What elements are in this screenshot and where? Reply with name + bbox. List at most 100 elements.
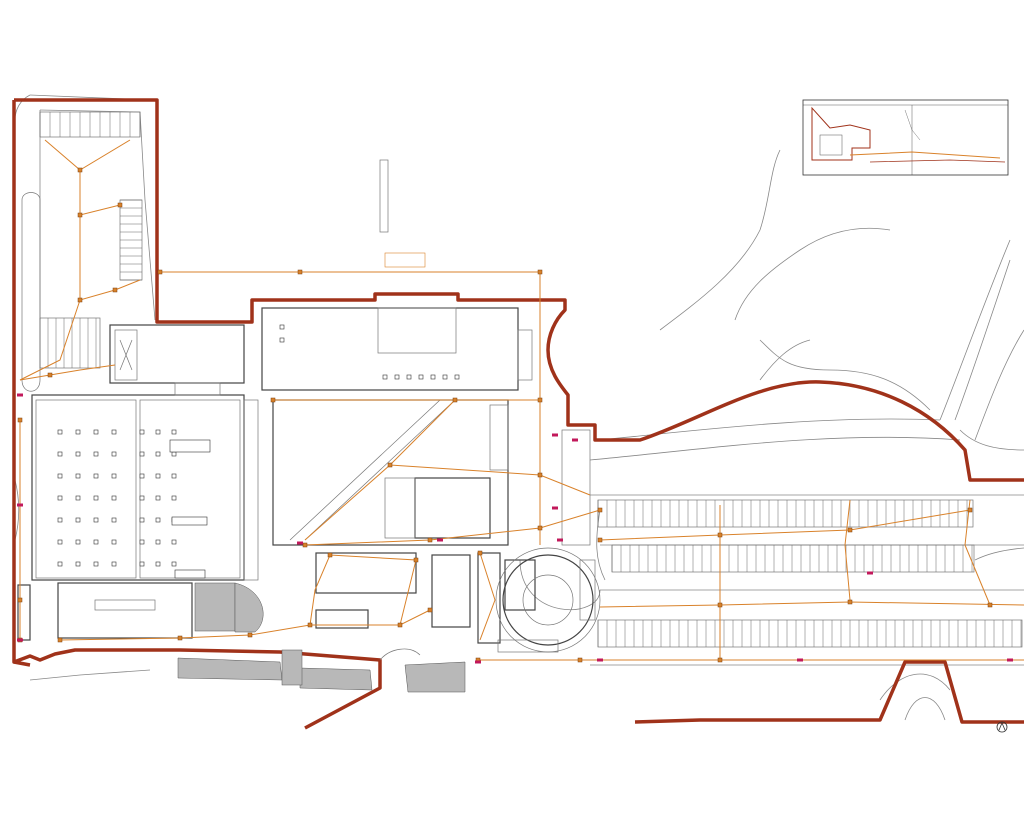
route-node [537, 269, 543, 275]
structural-column [111, 561, 117, 567]
road-linework [14, 94, 1024, 721]
north-structure [379, 159, 389, 233]
structural-column [139, 561, 145, 567]
route-node [717, 657, 723, 663]
structural-column [418, 374, 424, 380]
markers [17, 393, 1013, 664]
route-node [597, 507, 603, 513]
structural-column [111, 473, 117, 479]
structural-column [57, 561, 63, 567]
route-node [177, 635, 183, 641]
parking-lot-north [21, 111, 143, 392]
building-central [272, 399, 591, 546]
route-node [112, 287, 118, 293]
route-node [577, 657, 583, 663]
route-node [847, 599, 853, 605]
route-node [537, 472, 543, 478]
route-node [77, 167, 83, 173]
structural-column [171, 495, 177, 501]
route-node [157, 269, 163, 275]
stairs-hatched [177, 582, 466, 693]
structural-column [394, 374, 400, 380]
structural-column [93, 495, 99, 501]
structural-column [111, 539, 117, 545]
structural-column [75, 495, 81, 501]
sign-marker [437, 538, 443, 542]
route-node [987, 602, 993, 608]
structural-column [93, 473, 99, 479]
structural-column [155, 539, 161, 545]
sign-marker [557, 538, 563, 542]
route-nodes [17, 167, 993, 663]
structural-column [139, 451, 145, 457]
route-node [427, 607, 433, 613]
structural-column [139, 495, 145, 501]
structural-column [139, 429, 145, 435]
north-arrow-icon [996, 721, 1008, 733]
route-node [717, 532, 723, 538]
structural-column [57, 429, 63, 435]
structural-column [171, 473, 177, 479]
structural-column [171, 539, 177, 545]
structural-column [93, 429, 99, 435]
route-node [247, 632, 253, 638]
route-node [427, 537, 433, 543]
key-plan-inset [802, 99, 1009, 176]
structural-column [139, 517, 145, 523]
sign-marker [867, 571, 873, 575]
structural-column [155, 451, 161, 457]
structural-column [155, 429, 161, 435]
sign-marker [17, 503, 23, 507]
route-node [307, 622, 313, 628]
route-node [57, 637, 63, 643]
structural-column [75, 517, 81, 523]
route-node [537, 525, 543, 531]
route-node [477, 550, 483, 556]
sign-marker [1007, 658, 1013, 662]
structural-column [75, 539, 81, 545]
structural-column [171, 561, 177, 567]
sign-marker [552, 506, 558, 510]
route-node [77, 297, 83, 303]
site-boundary [12, 98, 1024, 730]
drawing-note [384, 252, 426, 268]
route-node [17, 597, 23, 603]
structural-column [111, 429, 117, 435]
structural-column [442, 374, 448, 380]
structural-column [93, 451, 99, 457]
structural-column [406, 374, 412, 380]
structural-column [93, 517, 99, 523]
structural-column [155, 517, 161, 523]
structural-column [75, 429, 81, 435]
route-node [17, 417, 23, 423]
structural-column [93, 539, 99, 545]
structural-column [57, 495, 63, 501]
parking-lot-east [597, 499, 1023, 648]
structural-column [111, 451, 117, 457]
sign-marker [797, 658, 803, 662]
structural-column [454, 374, 460, 380]
building-south-blocks [315, 547, 601, 653]
route-node [597, 537, 603, 543]
structural-column [279, 337, 285, 343]
sign-marker [475, 660, 481, 664]
route-node [302, 542, 308, 548]
structural-column [111, 517, 117, 523]
sign-marker [297, 541, 303, 545]
structural-column [93, 561, 99, 567]
route-node [397, 622, 403, 628]
structural-column [75, 473, 81, 479]
structural-column [382, 374, 388, 380]
building-west [17, 324, 259, 641]
structural-column [57, 473, 63, 479]
sign-marker [597, 658, 603, 662]
route-node [270, 397, 276, 403]
structural-column [155, 473, 161, 479]
structural-column [111, 495, 117, 501]
sign-marker [17, 393, 23, 397]
route-node [77, 212, 83, 218]
route-node [413, 557, 419, 563]
structural-column [75, 561, 81, 567]
structural-column [139, 539, 145, 545]
route-node [967, 507, 973, 513]
